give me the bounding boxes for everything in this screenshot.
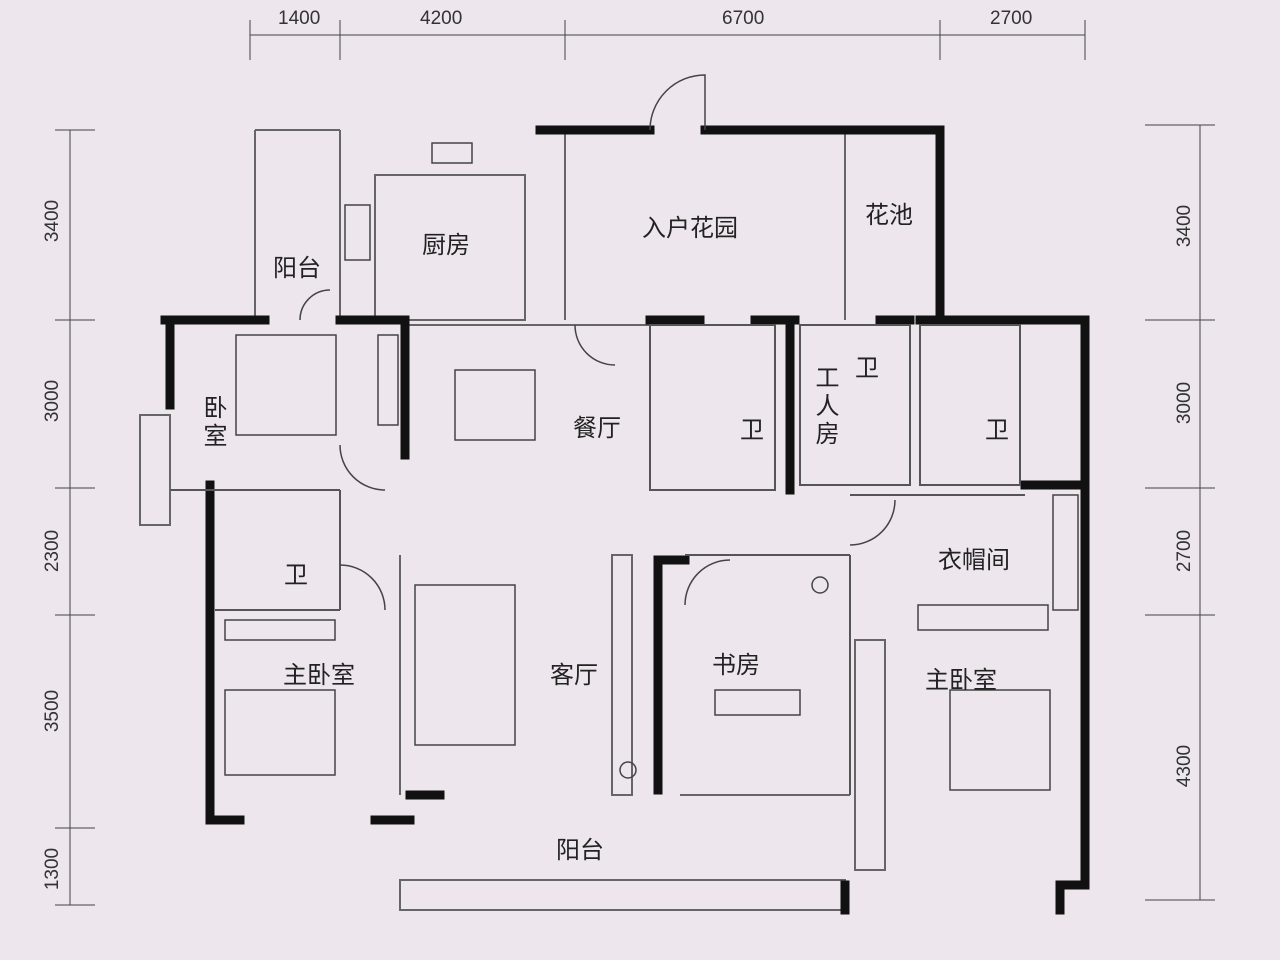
wardrobe-icon bbox=[377, 334, 399, 426]
dining-table-icon bbox=[454, 369, 536, 441]
dim-left-1: 3400 bbox=[42, 199, 64, 243]
room-cloakroom: 衣帽间 bbox=[938, 546, 1010, 574]
bed-icon bbox=[949, 689, 1051, 791]
bed-icon bbox=[235, 334, 337, 436]
room-living: 客厅 bbox=[550, 661, 598, 689]
room-entry-garden: 入户花园 bbox=[642, 214, 738, 242]
room-master-left: 主卧室 bbox=[283, 661, 355, 689]
dim-top-2: 4200 bbox=[420, 8, 463, 29]
room-bath-right: 卫 bbox=[985, 416, 1009, 444]
wardrobe-icon bbox=[1052, 494, 1079, 611]
room-bath-left: 卫 bbox=[284, 561, 308, 589]
room-kitchen: 厨房 bbox=[422, 231, 470, 259]
bed-icon bbox=[224, 689, 336, 776]
dim-left-2: 3000 bbox=[42, 379, 64, 423]
room-servant: 工人房 bbox=[811, 365, 839, 449]
sofa-icon bbox=[414, 584, 516, 746]
dim-right-2: 3000 bbox=[1174, 381, 1196, 425]
furniture bbox=[224, 142, 1079, 791]
dim-right-4: 4300 bbox=[1174, 744, 1196, 788]
dim-right-3: 2700 bbox=[1174, 529, 1196, 573]
room-balcony-bottom: 阳台 bbox=[556, 836, 604, 864]
room-planter: 花池 bbox=[865, 201, 913, 229]
walls bbox=[160, 125, 1090, 915]
room-dining: 餐厅 bbox=[573, 414, 621, 442]
ceiling-light-icon bbox=[619, 761, 637, 779]
room-balcony-top: 阳台 bbox=[273, 254, 321, 282]
dim-top-4: 2700 bbox=[990, 8, 1033, 29]
desk-icon bbox=[714, 689, 801, 716]
wardrobe-icon bbox=[224, 619, 336, 641]
dim-top-1: 1400 bbox=[278, 8, 321, 29]
room-bedroom: 卧室 bbox=[199, 395, 227, 451]
room-bath-center: 卫 bbox=[740, 416, 764, 444]
ceiling-light-icon bbox=[811, 576, 829, 594]
dim-right-1: 3400 bbox=[1174, 204, 1196, 248]
dim-left-3: 2300 bbox=[42, 529, 64, 573]
dim-top-3: 6700 bbox=[722, 8, 765, 29]
stove-icon bbox=[431, 142, 473, 164]
wardrobe-icon bbox=[917, 604, 1049, 631]
thin-walls bbox=[139, 129, 886, 911]
dim-left-5: 1300 bbox=[42, 847, 64, 891]
dimension-lines bbox=[55, 20, 1215, 906]
room-master-right: 主卧室 bbox=[925, 666, 997, 694]
doors bbox=[299, 74, 896, 611]
room-partitions bbox=[170, 324, 1025, 795]
dim-left-4: 3500 bbox=[42, 689, 64, 733]
room-study: 书房 bbox=[712, 651, 760, 679]
sink-icon bbox=[344, 204, 371, 261]
room-bath-servant: 卫 bbox=[855, 354, 879, 382]
